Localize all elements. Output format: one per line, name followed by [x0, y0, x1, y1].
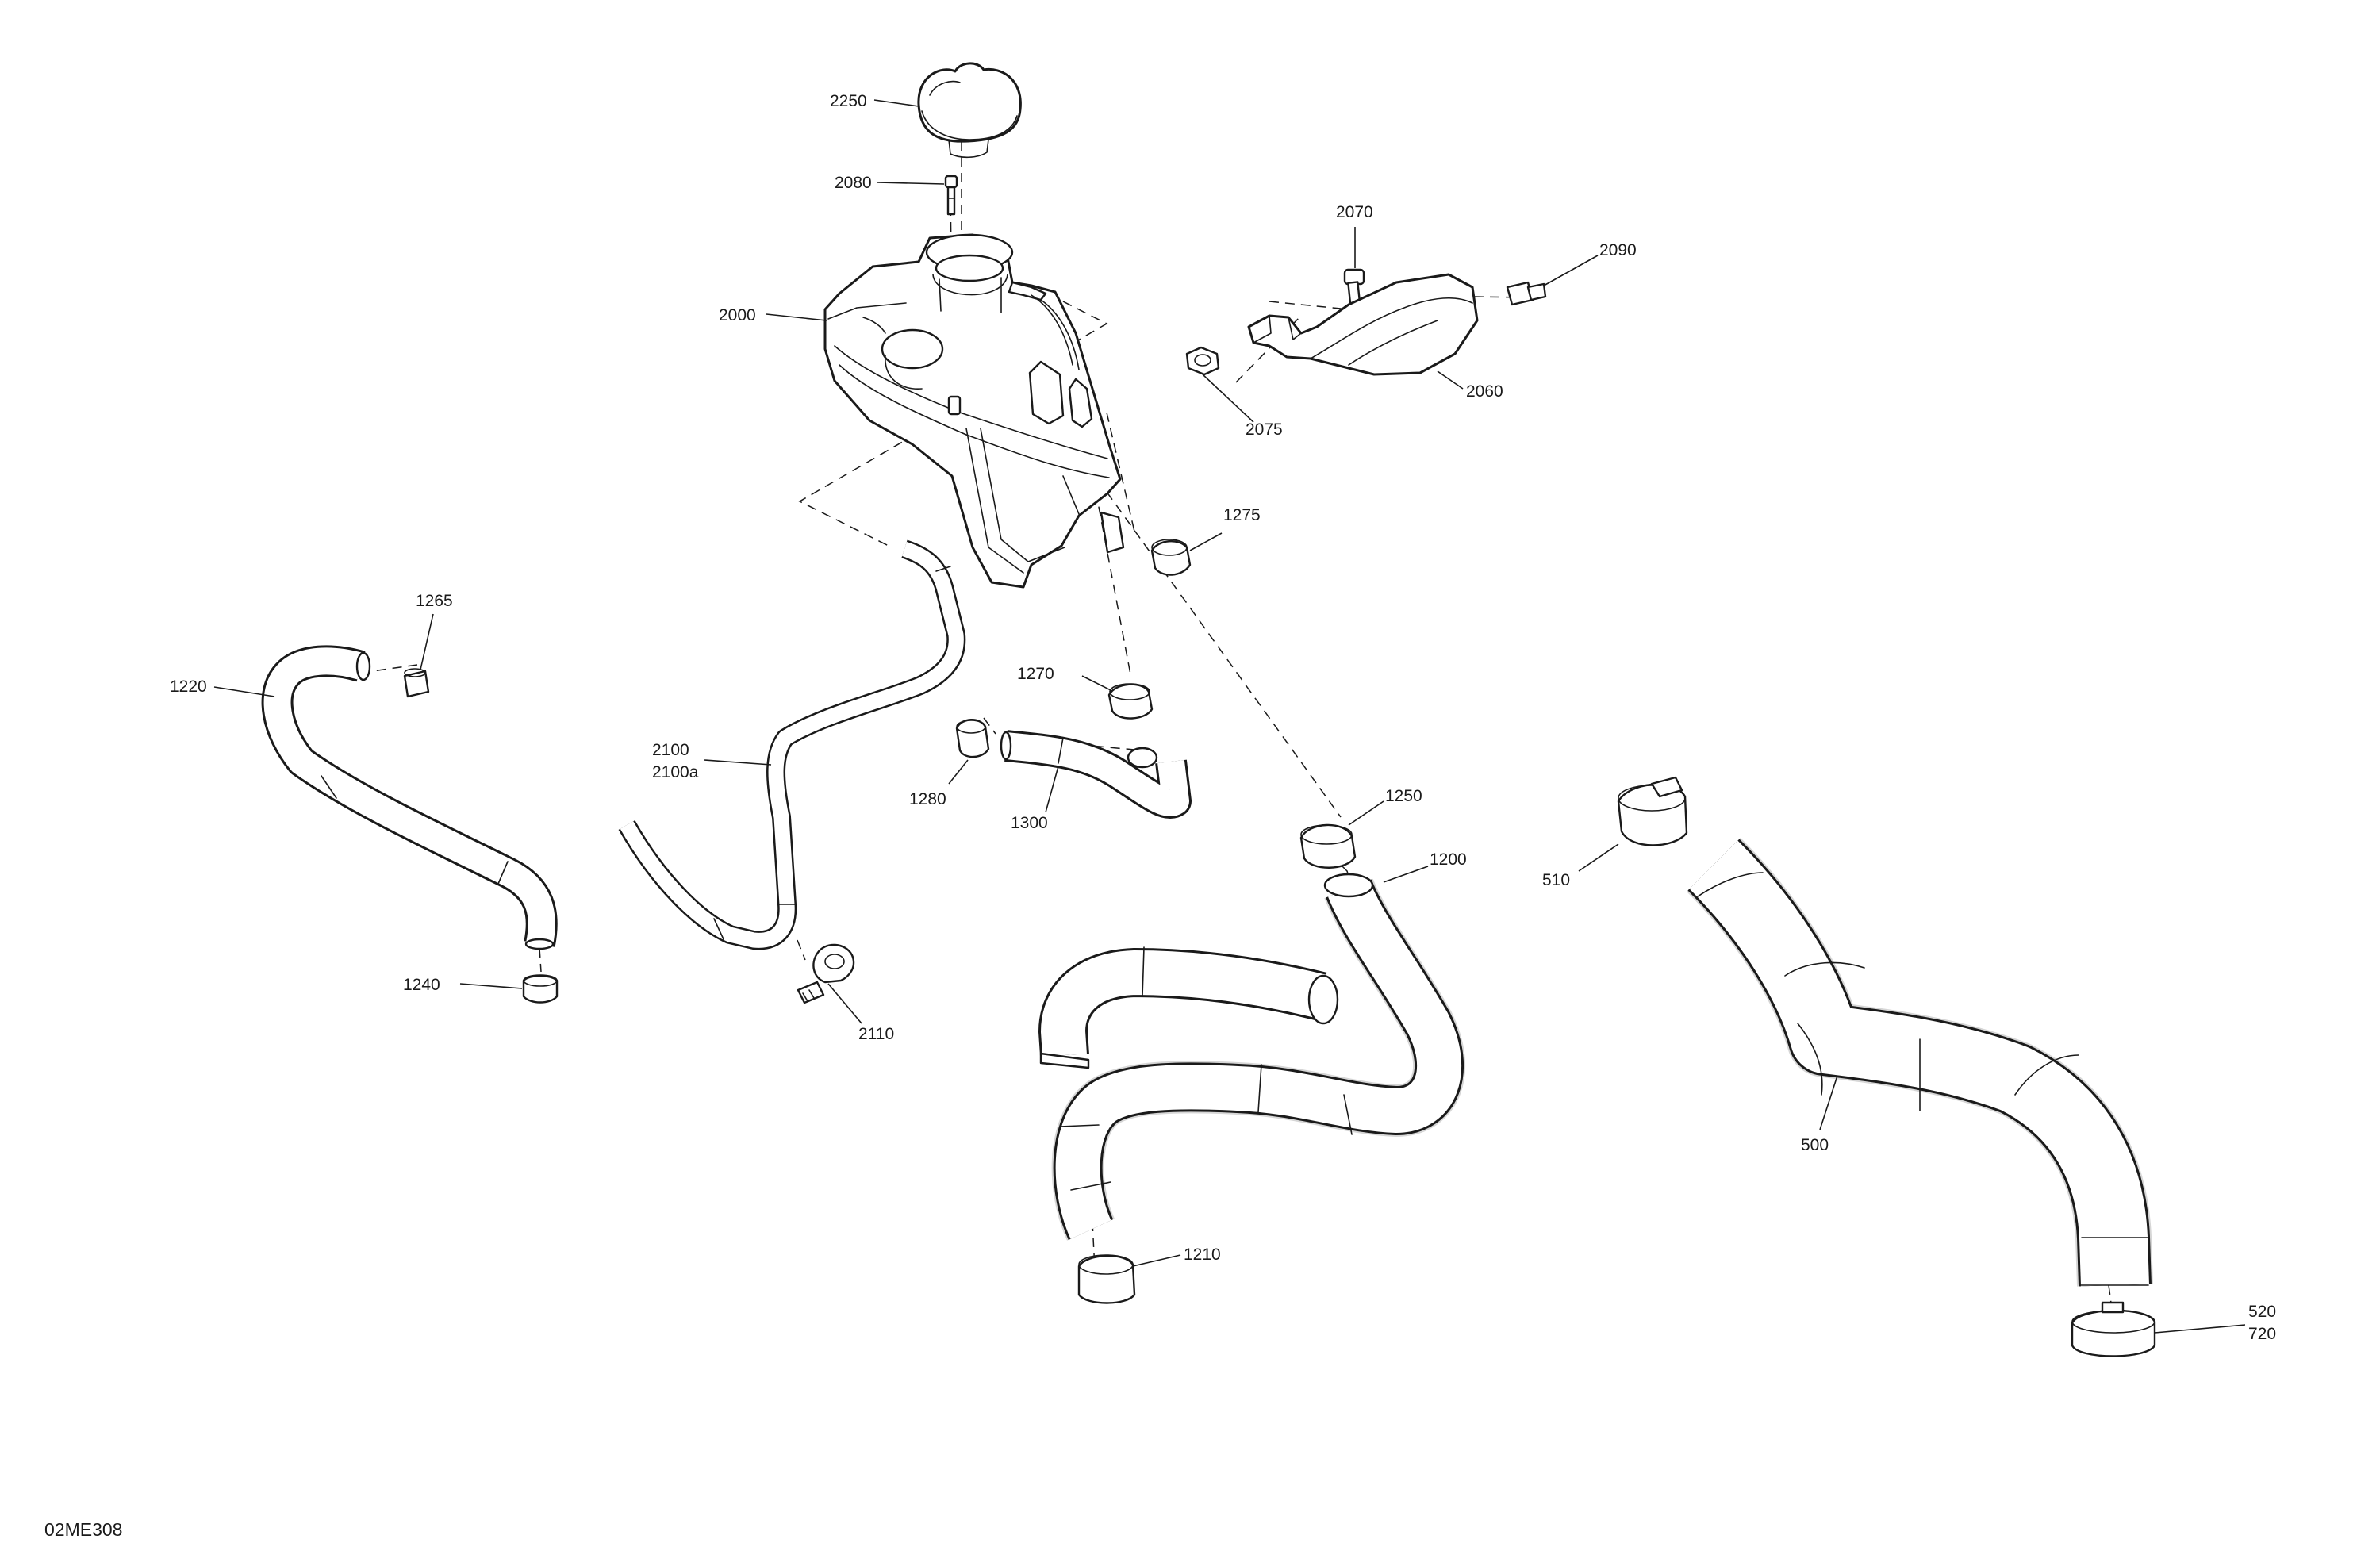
- part-1250-clamp: [1299, 823, 1357, 869]
- callout-2090: 2090: [1599, 241, 1637, 259]
- callout-2000: 2000: [719, 306, 756, 324]
- part-2110-clip: [797, 943, 855, 1004]
- part-1300-hose: [1000, 730, 1192, 819]
- part-2090-bolt: [1506, 281, 1547, 306]
- callout-2250: 2250: [830, 92, 867, 110]
- part-1280-clamp: [955, 719, 990, 758]
- part-2080-screw: [944, 175, 958, 216]
- callout-1250: 1250: [1385, 787, 1422, 805]
- part-1240-clamp: [522, 974, 559, 1004]
- part-1200-hose: [1038, 873, 1465, 1241]
- callout-1300: 1300: [1011, 814, 1048, 832]
- part-1210-clamp: [1077, 1254, 1136, 1304]
- part-1220-hose: [261, 645, 558, 950]
- callout-2100: 2100: [652, 741, 689, 759]
- callout-1265: 1265: [416, 592, 453, 610]
- part-500-hose: [1686, 838, 2153, 1287]
- callout-1220: 1220: [170, 677, 207, 696]
- callout-2100a: 2100a: [652, 763, 699, 781]
- callout-1240: 1240: [403, 976, 440, 994]
- callout-1200: 1200: [1430, 850, 1467, 869]
- part-1265-clamp: [403, 668, 430, 698]
- leader-lines: [213, 99, 2246, 1334]
- callout-2070: 2070: [1336, 203, 1373, 221]
- assembly-guide-lines: [360, 141, 2113, 1310]
- part-1275-clamp: [1150, 539, 1192, 576]
- callout-720: 720: [2248, 1325, 2276, 1343]
- part-520-720-clamp: [2071, 1301, 2156, 1357]
- part-2060-bracket: [1247, 273, 1479, 376]
- callout-500: 500: [1801, 1136, 1829, 1154]
- callout-1210: 1210: [1184, 1246, 1221, 1264]
- part-2075-nut: [1185, 346, 1220, 376]
- callout-1280: 1280: [909, 790, 946, 808]
- callout-2080: 2080: [835, 174, 872, 192]
- callout-2075: 2075: [1246, 420, 1283, 439]
- callout-2110: 2110: [858, 1025, 894, 1043]
- part-2100-vent-tube: [618, 539, 966, 950]
- callout-1270: 1270: [1017, 665, 1054, 683]
- diagram-reference-id: 02ME308: [44, 1519, 122, 1540]
- part-2250-radiator-cap: [917, 62, 1022, 159]
- part-510-clamp: [1617, 776, 1688, 846]
- callout-510: 510: [1542, 871, 1570, 889]
- callout-520: 520: [2248, 1303, 2276, 1321]
- part-2000-coolant-reservoir: [823, 233, 1125, 589]
- callout-labels: 2250 2080 2000 2070 2090 2060 2075 1275 …: [170, 92, 2276, 1343]
- part-1270-clamp: [1107, 683, 1154, 720]
- callout-1275: 1275: [1223, 506, 1261, 524]
- callout-2060: 2060: [1466, 382, 1503, 401]
